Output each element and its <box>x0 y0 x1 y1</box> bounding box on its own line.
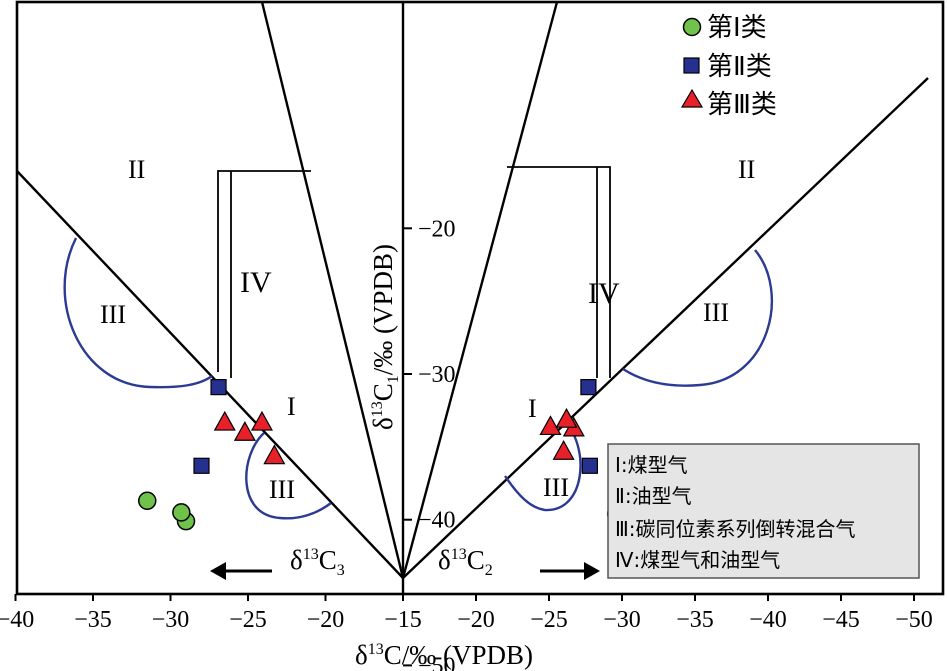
zone-boundaries <box>16 1 929 579</box>
left-lower-curve <box>245 432 332 520</box>
x-tick-label: −35 <box>74 607 112 633</box>
x-tick-label: −40 <box>749 607 787 633</box>
x-axis-ticks: −40 −35 −30 −25 −20 −15 −20 −25 −30 −35 −40 −45 −50 <box>0 594 933 633</box>
data-point-square <box>210 379 227 396</box>
right-boundary-steep <box>401 1 559 579</box>
y-axis-title: δ13C1/‰ (VPDB) <box>368 244 402 430</box>
x-tick-label: −15 <box>384 607 422 633</box>
y-tick-label: −20 <box>418 216 456 242</box>
right-arrow-head <box>584 562 600 580</box>
left-panel-label: δ13C3 <box>290 545 345 579</box>
key-line-3: Ⅲ:碳同位素系列倒转混合气 <box>615 517 856 541</box>
data-point-square <box>193 457 210 474</box>
y-tick-label: −50 <box>418 653 456 671</box>
legend-label-1: 第Ⅰ类 <box>707 13 767 43</box>
right-zone-iii-lower: III <box>543 473 569 502</box>
legend-label-3: 第Ⅲ类 <box>707 90 777 120</box>
right-zone-i: I <box>528 394 537 423</box>
y-tick-label: −30 <box>418 362 456 388</box>
x-tick-label: −20 <box>457 607 495 633</box>
zone-iii-curves <box>63 237 774 520</box>
left-zone-iii-upper: III <box>100 300 126 329</box>
x-tick-label: −45 <box>822 607 860 633</box>
key-line-1: Ⅰ:煤型气 <box>615 453 688 477</box>
right-boundary-main <box>402 77 929 579</box>
left-bracket-outer <box>217 170 311 372</box>
left-boundary-steep <box>260 1 405 579</box>
data-point-square <box>580 379 597 396</box>
data-point-triangle <box>233 421 256 441</box>
x-tick-label: −30 <box>603 607 641 633</box>
right-bracket-outer <box>507 166 611 378</box>
right-lower-curve <box>504 422 582 512</box>
x-tick-label: −30 <box>152 607 190 633</box>
x-axis-title: δ13C/‰ (VPDB) <box>355 640 533 670</box>
key-line-2: Ⅱ:油型气 <box>615 484 692 508</box>
zone-iv-brackets <box>217 166 611 378</box>
data-point-square <box>581 457 598 474</box>
x-tick-label: −35 <box>676 607 714 633</box>
data-point-circle <box>138 491 157 511</box>
y-tick-label: −40 <box>418 508 456 534</box>
key-box-frame <box>607 443 920 579</box>
legend-triangle-marker <box>680 88 704 108</box>
key-line-4: Ⅳ:煤型气和油型气 <box>615 548 780 572</box>
zone-labels: II III IV I III II III IV I III <box>100 155 755 504</box>
x-tick-label: −50 <box>895 607 933 633</box>
left-zone-ii: II <box>128 155 145 184</box>
left-boundary-main <box>16 170 404 579</box>
data-point-triangle <box>213 410 236 431</box>
left-zone-iv: IV <box>240 266 272 299</box>
x-tick-label: −25 <box>229 607 267 633</box>
legend-circle-marker <box>682 17 702 37</box>
right-upper-curve <box>622 249 774 387</box>
x-tick-label: −20 <box>307 607 345 633</box>
right-panel-label: δ13C2 <box>438 545 493 579</box>
legend-label-2: 第Ⅱ类 <box>707 52 772 82</box>
data-point-triangle <box>250 410 273 431</box>
left-arrow-head <box>210 562 226 580</box>
right-zone-iii-upper: III <box>703 298 729 327</box>
data-point-triangle <box>552 439 575 460</box>
data-point-circle <box>172 503 191 522</box>
data-point-triangle <box>555 407 578 428</box>
left-zone-iii-lower: III <box>269 475 295 504</box>
right-zone-ii: II <box>738 155 755 184</box>
left-zone-i: I <box>287 392 296 421</box>
key-box: Ⅰ:煤型气 Ⅱ:油型气 Ⅲ:碳同位素系列倒转混合气 Ⅳ:煤型气和油型气 <box>607 443 920 579</box>
legend-square-marker <box>683 57 700 74</box>
data-point-triangle <box>539 415 562 436</box>
data-point-triangle <box>263 444 286 465</box>
legend: 第Ⅰ类 第Ⅱ类 第Ⅲ类 <box>680 13 777 120</box>
right-zone-iv: IV <box>588 277 620 310</box>
plot-frame <box>15 0 945 596</box>
x-tick-label: −25 <box>530 607 568 633</box>
y-axis-ticks: −50 −40 −30 −20 <box>403 216 456 671</box>
panel-arrows: δ13C3 δ13C2 <box>210 545 600 580</box>
left-upper-curve <box>63 237 213 389</box>
x-tick-label: −40 <box>0 607 34 633</box>
